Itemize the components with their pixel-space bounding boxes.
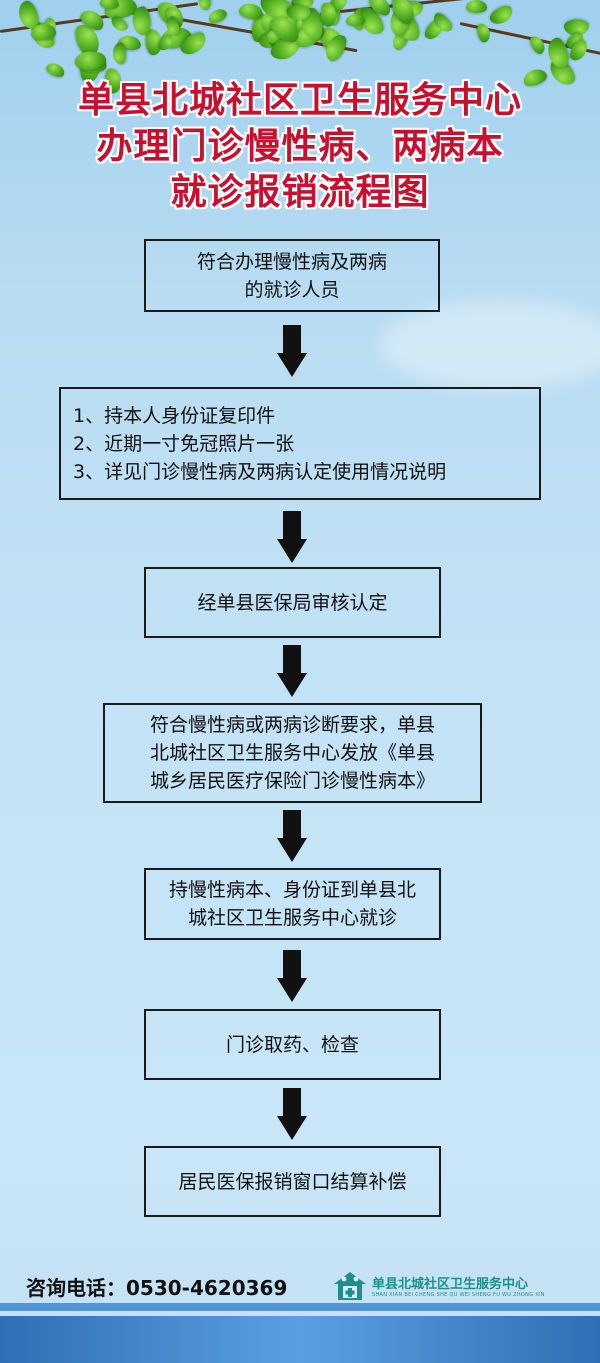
step-4-line-3: 城乡居民医疗保险门诊慢性病本》 [149, 770, 435, 792]
org-pinyin: SHAN XIAN BEI CHENG SHE QU WEI SHENG FU … [372, 1292, 545, 1298]
step-2-line-2: 2、近期一寸免冠照片一张 [73, 432, 295, 455]
flow-step-3: 经单县医保局审核认定 [144, 567, 441, 638]
leaves-decoration [0, 0, 600, 100]
down-arrow-icon [277, 645, 307, 701]
flow-step-1: 符合办理慢性病及两病 的就诊人员 [144, 239, 440, 312]
flow-step-5: 持慢性病本、身份证到单县北 城社区卫生服务中心就诊 [144, 868, 441, 940]
step-3-line-1: 经单县医保局审核认定 [197, 591, 388, 614]
step-7-line-1: 居民医保报销窗口结算补偿 [178, 1170, 407, 1193]
step-1-line-2: 的就诊人员 [244, 278, 340, 301]
step-4-line-1: 符合慢性病或两病诊断要求，单县 [149, 714, 435, 736]
title-line-2: 办理门诊慢性病、两病本 [96, 126, 504, 167]
leaf-decoration [487, 3, 516, 28]
footer-band-top [0, 1303, 600, 1311]
flow-step-4: 符合慢性病或两病诊断要求，单县 北城社区卫生服务中心发放《单县 城乡居民医疗保险… [103, 703, 482, 803]
title-line-1: 单县北城社区卫生服务中心 [77, 80, 522, 121]
leaf-decoration [474, 22, 492, 44]
step-1-line-1: 符合办理慢性病及两病 [196, 250, 387, 273]
down-arrow-icon [277, 1088, 307, 1144]
page-title: 单县北城社区卫生服务中心 办理门诊慢性病、两病本 就诊报销流程图 [0, 78, 600, 216]
flow-step-7: 居民医保报销窗口结算补偿 [144, 1146, 441, 1217]
step-6-line-1: 门诊取药、检查 [225, 1033, 359, 1056]
step-4-line-2: 北城社区卫生服务中心发放《单县 [149, 742, 435, 764]
step-2-line-3: 3、详见门诊慢性病及两病认定使用情况说明 [73, 460, 447, 483]
leaf-decoration [198, 0, 212, 11]
contact-phone: 咨询电话：0530-4620369 [26, 1272, 287, 1301]
phone-number: 0530-4620369 [126, 1276, 288, 1300]
down-arrow-icon [277, 325, 307, 381]
contact-label: 咨询电话： [26, 1276, 126, 1300]
cloud-decoration [380, 300, 600, 390]
footer-band-bottom [0, 1316, 600, 1363]
step-5-line-1: 持慢性病本、身份证到单县北 [168, 879, 416, 901]
down-arrow-icon [277, 950, 307, 1006]
down-arrow-icon [277, 810, 307, 866]
leaf-decoration [111, 42, 127, 65]
flow-step-6: 门诊取药、检查 [144, 1009, 441, 1080]
flow-step-2: 1、持本人身份证复印件 2、近期一寸免冠照片一张 3、详见门诊慢性病及两病认定使… [59, 387, 541, 500]
leaf-decoration [466, 0, 488, 13]
step-5-line-2: 城社区卫生服务中心就诊 [187, 907, 397, 929]
title-line-3: 就诊报销流程图 [170, 172, 430, 213]
leaf-decoration [526, 34, 548, 57]
down-arrow-icon [277, 511, 307, 567]
community-health-house-icon [334, 1272, 366, 1300]
org-name: 单县北城社区卫生服务中心 [372, 1277, 529, 1292]
step-2-line-1: 1、持本人身份证复印件 [73, 404, 276, 427]
